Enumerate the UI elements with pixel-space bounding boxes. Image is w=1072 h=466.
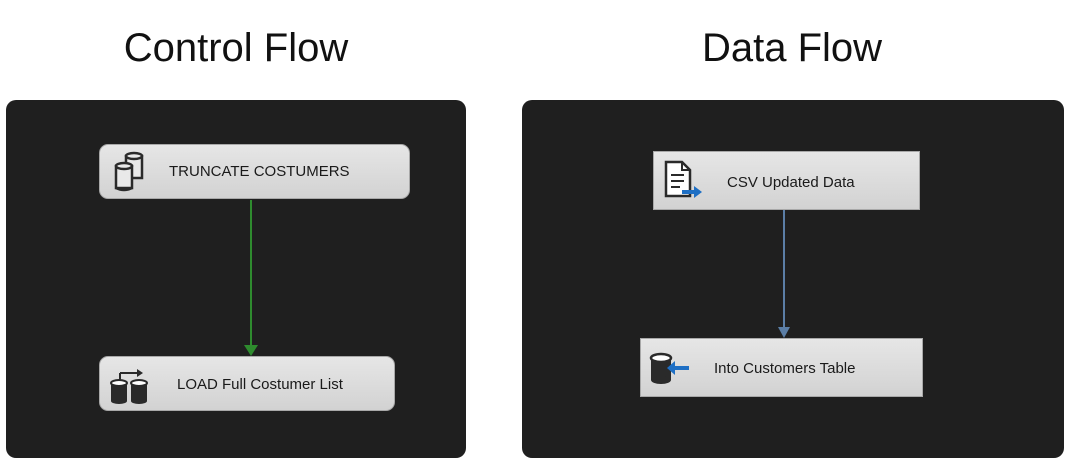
precedence-constraint-arrow[interactable] [6,100,466,458]
control-flow-title: Control Flow [123,26,349,70]
task-label: LOAD Full Costumer List [177,376,343,393]
data-flow-title: Data Flow [701,26,883,70]
component-label: Into Customers Table [714,360,856,377]
component-into-customers-table[interactable]: Into Customers Table [640,338,923,397]
data-flow-canvas[interactable]: CSV Updated Data Into Customers Table [522,100,1064,458]
database-destination-icon [647,346,691,390]
flat-file-source-icon [660,158,704,202]
component-csv-updated-data[interactable]: CSV Updated Data [653,151,920,210]
task-truncate-customers[interactable]: TRUNCATE COSTUMERS [99,144,410,199]
component-label: CSV Updated Data [727,174,855,191]
task-label: TRUNCATE COSTUMERS [169,163,350,180]
data-flow-task-icon [108,363,152,407]
execute-sql-task-icon [108,150,152,194]
control-flow-canvas[interactable]: TRUNCATE COSTUMERS LOAD Full Costumer Li… [6,100,466,458]
data-path-arrow[interactable] [522,100,1064,458]
task-load-full-customer-list[interactable]: LOAD Full Costumer List [99,356,395,411]
